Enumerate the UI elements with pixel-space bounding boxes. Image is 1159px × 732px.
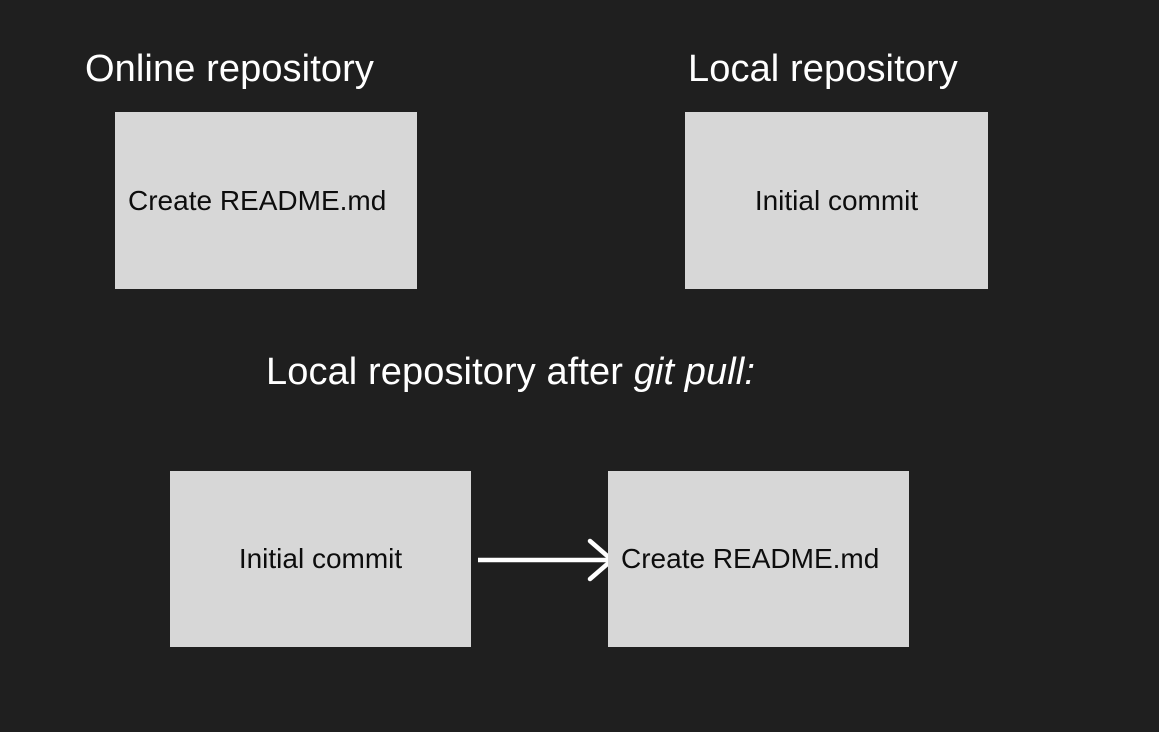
commit-label: Initial commit	[238, 543, 403, 574]
heading-git-pull-command: git pull	[633, 351, 745, 393]
commit-box-merged-create-readme: Create README.md	[608, 471, 909, 647]
commit-label: Create README.md	[621, 543, 880, 574]
heading-local-repository: Local repository	[688, 48, 958, 90]
heading-local-repository-after-git-pull: Local repository after git pull:	[266, 353, 755, 391]
commit-box-merged-initial-commit: Initial commit	[170, 471, 471, 647]
commit-label: Create README.md	[128, 184, 387, 216]
commit-box-local-initial-commit: Initial commit	[685, 112, 988, 289]
commit-box-online-create-readme: Create README.md	[115, 112, 417, 289]
heading-suffix-colon: :	[744, 351, 756, 393]
heading-prefix-text: Local repository after	[266, 351, 634, 393]
right-arrow-icon	[478, 538, 616, 582]
heading-online-repository: Online repository	[85, 48, 374, 90]
commit-label: Initial commit	[754, 184, 919, 216]
